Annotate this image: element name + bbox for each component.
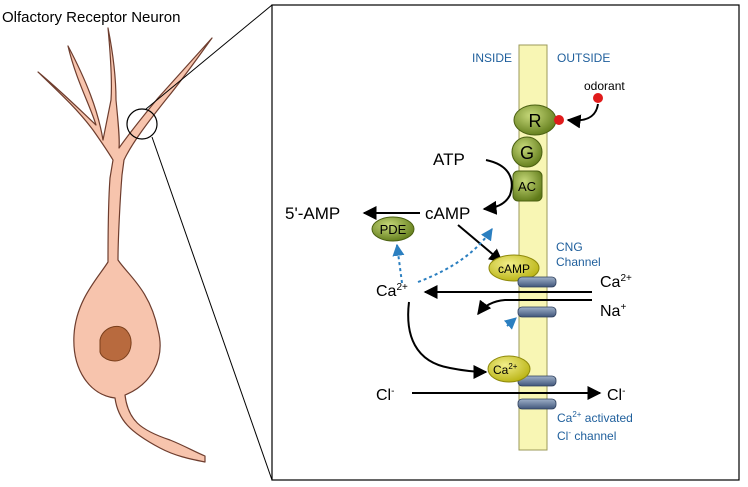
inside-label: INSIDE <box>472 51 512 65</box>
zoom-circle <box>126 108 158 140</box>
ca-to-cl-channel-arrow <box>407 301 488 379</box>
ca-to-camp-dashed-arrow <box>417 228 493 283</box>
pde-enzyme <box>371 216 415 242</box>
figure-title: Olfactory Receptor Neuron <box>2 9 180 26</box>
ca-outside-label: Ca2+ <box>600 273 632 291</box>
cl-channel-bottom <box>517 398 557 410</box>
pde-label: PDE <box>380 222 407 237</box>
atp-to-camp-arrow <box>482 159 513 215</box>
five-amp-label: 5'-AMP <box>285 204 340 223</box>
ca-to-pde-dashed-arrow <box>392 243 405 284</box>
atp-label: ATP <box>433 150 465 169</box>
ac-label: AC <box>518 179 536 194</box>
cng-channel-label-2: Channel <box>556 255 601 269</box>
ca-bound-label: Ca2+ <box>493 362 518 377</box>
zoom-line-bottom <box>151 136 273 481</box>
ca-inside-label: Ca2+ <box>376 282 408 300</box>
camp-bound-label: cAMP <box>498 262 530 276</box>
odorant-molecule <box>593 93 603 103</box>
cl-inside-label: Cl- <box>376 386 394 404</box>
cng-channel-bottom <box>517 306 557 318</box>
adenylyl-cyclase <box>512 170 543 202</box>
odorant-binding-arrow <box>566 103 599 129</box>
camp-label: cAMP <box>425 204 470 223</box>
neuron-illustration <box>37 4 273 481</box>
cl-outside-label: Cl- <box>607 386 625 404</box>
detail-panel <box>271 4 740 481</box>
ca-activated-label-2: Cl- channel <box>557 428 616 443</box>
ca-activated-label-1: Ca2+ activated <box>557 410 633 425</box>
g-protein <box>511 136 543 168</box>
neuron-body <box>37 27 213 463</box>
bound-odorant <box>554 115 564 125</box>
outside-label: OUTSIDE <box>557 51 610 65</box>
camp-bound-cng <box>488 254 540 282</box>
receptor-label: R <box>529 111 542 131</box>
neuron-nucleus <box>99 325 132 362</box>
zoom-line-top <box>145 4 273 110</box>
na-influx-arrow <box>477 299 592 316</box>
cng-channel-label-1: CNG <box>556 240 583 254</box>
cng-channel-top <box>517 276 557 288</box>
ca-bound-cl-channel <box>487 355 531 383</box>
g-protein-label: G <box>520 143 534 163</box>
odorant-label: odorant <box>584 79 625 93</box>
na-outside-label: Na+ <box>600 302 626 320</box>
